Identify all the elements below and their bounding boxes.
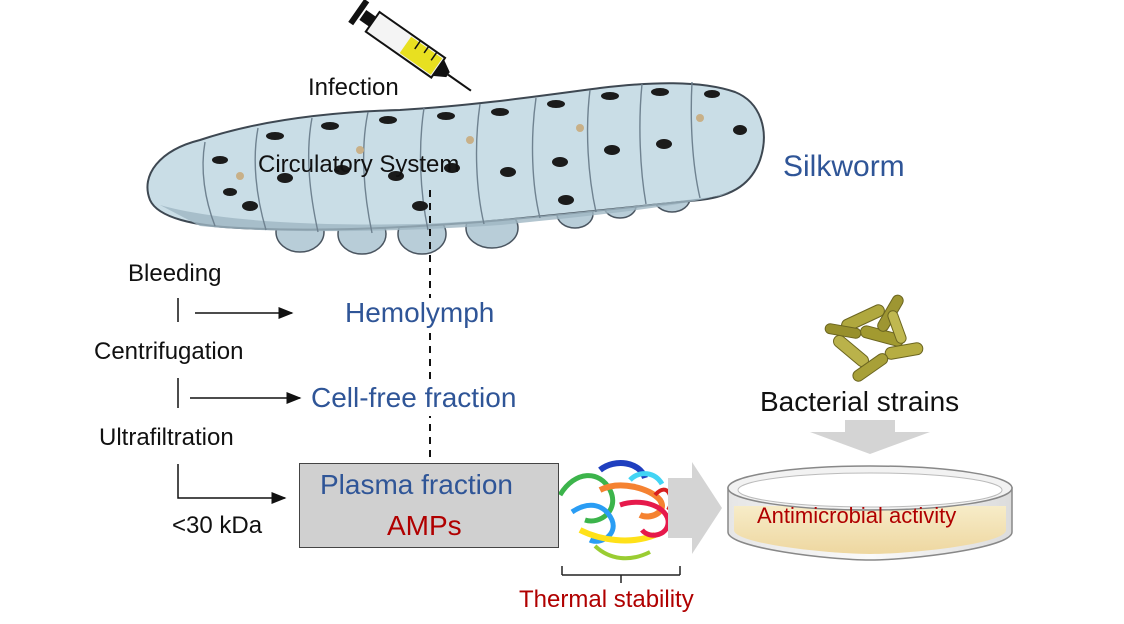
circulatory-system-label: Circulatory System bbox=[258, 151, 460, 178]
infection-label: Infection bbox=[308, 74, 399, 101]
silkworm-illustration bbox=[146, 81, 765, 255]
plasma-fraction-label: Plasma fraction bbox=[320, 469, 513, 500]
antimicrobial-activity-label: Antimicrobial activity bbox=[757, 503, 957, 528]
process-arrows bbox=[177, 298, 302, 504]
thermal-bracket bbox=[561, 566, 681, 583]
centrifugation-label: Centrifugation bbox=[94, 338, 244, 365]
amps-label: AMPs bbox=[387, 510, 462, 541]
cutoff-label: <30 kDa bbox=[172, 512, 263, 539]
hemolymph-label: Hemolymph bbox=[345, 297, 495, 328]
petri-dish-icon bbox=[727, 465, 1013, 561]
plasma-fraction-box bbox=[299, 463, 559, 548]
syringe-icon bbox=[348, 0, 472, 92]
flow-arrow-down bbox=[810, 420, 930, 454]
thermal-stability-label: Thermal stability bbox=[519, 586, 694, 613]
bleeding-label: Bleeding bbox=[128, 260, 222, 287]
cell-free-fraction-label: Cell-free fraction bbox=[311, 382, 517, 413]
ultrafiltration-label: Ultrafiltration bbox=[99, 424, 234, 451]
flow-arrow-right bbox=[668, 462, 722, 554]
protein-structure-icon bbox=[557, 460, 673, 561]
silkworm-label: Silkworm bbox=[783, 150, 905, 183]
bacterial-strains-label: Bacterial strains bbox=[760, 386, 960, 417]
bacteria-icon bbox=[824, 294, 924, 382]
